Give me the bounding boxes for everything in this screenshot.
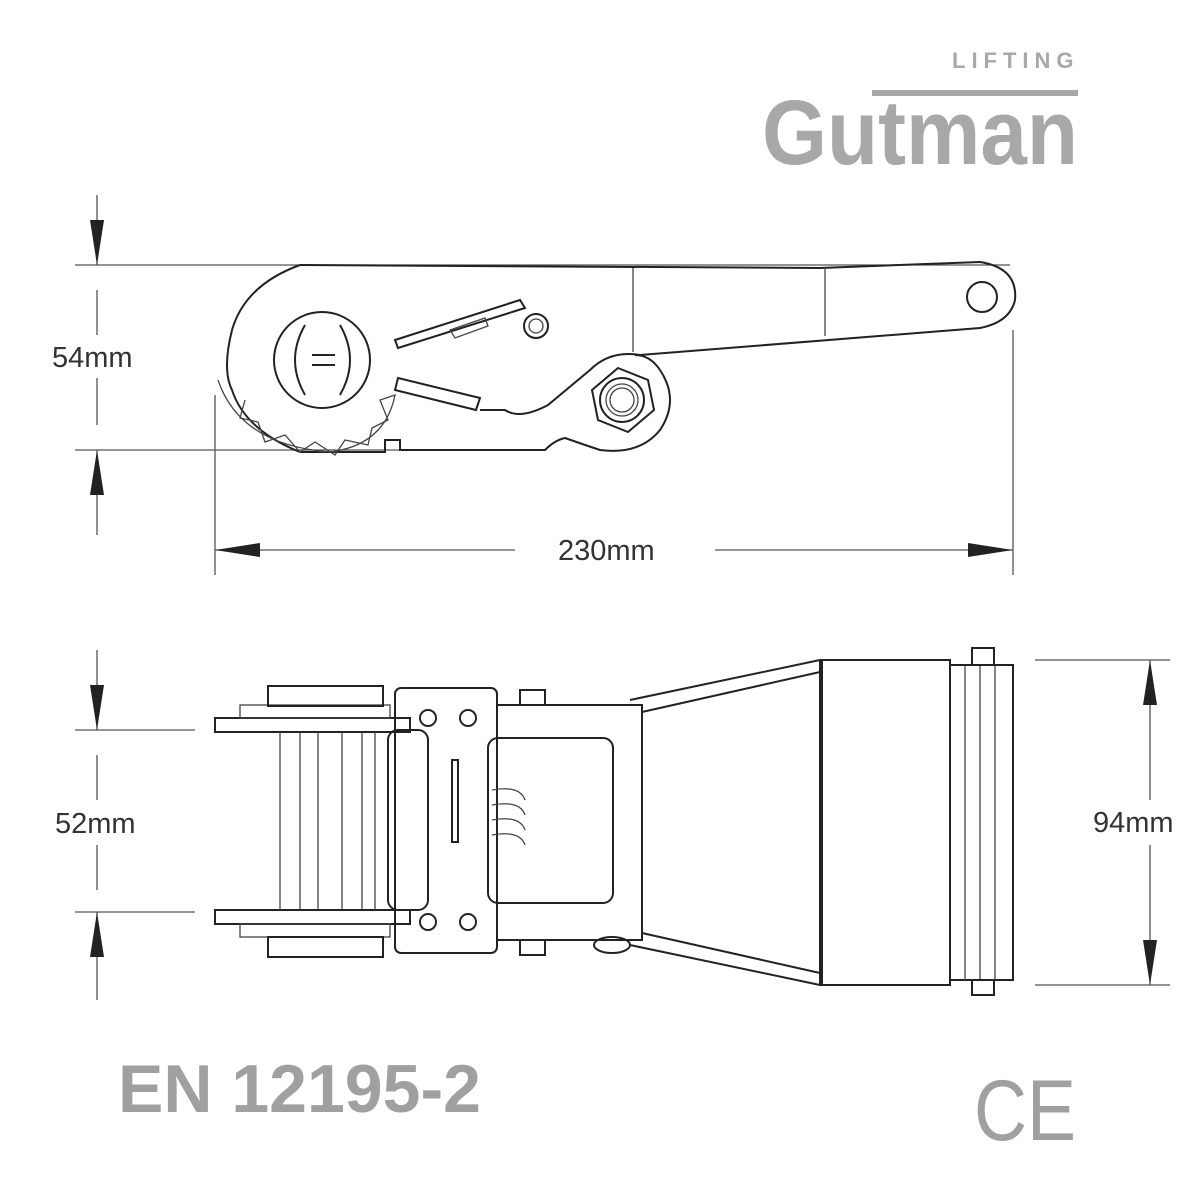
dim-230mm-label: 230mm xyxy=(558,535,655,567)
logo-sub: LIFTING xyxy=(952,48,1080,73)
logo-brand: Gutman xyxy=(762,82,1078,184)
dimension-230mm: 230mm xyxy=(214,330,1014,575)
standard-label: EN 12195-2 xyxy=(118,1051,481,1127)
ratchet-side-view xyxy=(217,260,1017,456)
dimension-54mm: 54mm xyxy=(52,195,1010,535)
dim-52mm-label: 52mm xyxy=(55,808,136,840)
gutman-logo: Gutman LIFTING xyxy=(762,48,1080,184)
dimension-52mm: 52mm xyxy=(55,650,195,1000)
dimension-94mm: 94mm xyxy=(1035,659,1174,986)
dim-54mm-label: 54mm xyxy=(52,342,133,374)
ratchet-top-view xyxy=(214,647,1014,996)
ce-mark: CE xyxy=(974,1063,1076,1159)
dim-94mm-label: 94mm xyxy=(1093,807,1174,839)
